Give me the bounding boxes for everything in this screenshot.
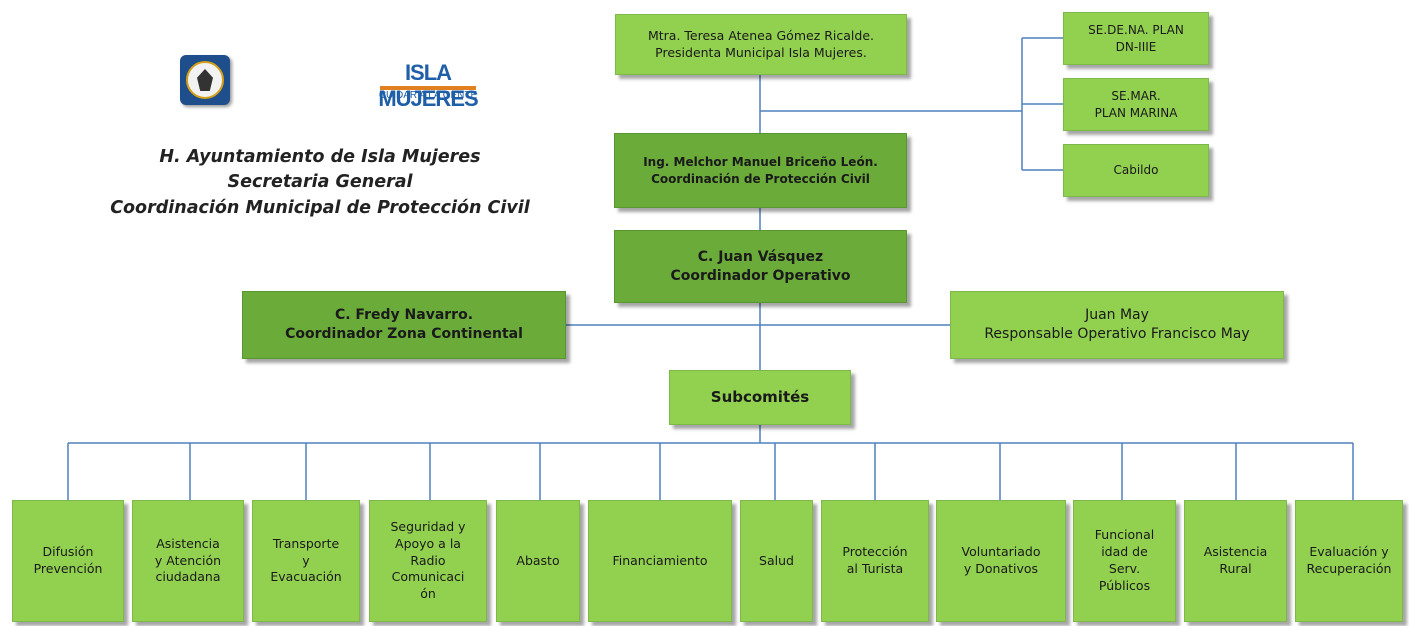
subcomite-box: Asistencia Rural bbox=[1184, 500, 1287, 622]
isla-mujeres-logo: ISLA MUJERES CUIDAR A LA GENTE bbox=[358, 60, 498, 111]
node-operativo: C. Juan Vásquez Coordinador Operativo bbox=[614, 230, 907, 303]
subcomite-box: Evaluación y Recuperación bbox=[1295, 500, 1403, 622]
page-title: H. Ayuntamiento de Isla Mujeres Secretar… bbox=[110, 147, 530, 218]
subcomite-box: Protección al Turista bbox=[821, 500, 929, 622]
node-subcomites: Subcomités bbox=[669, 370, 851, 425]
logo-stripe bbox=[380, 86, 476, 90]
node-semar: SE.MAR. PLAN MARINA bbox=[1063, 78, 1209, 131]
node-cabildo: Cabildo bbox=[1063, 144, 1209, 197]
node-presidenta: Mtra. Teresa Atenea Gómez Ricalde. Presi… bbox=[615, 14, 907, 75]
node-sedena: SE.DE.NA. PLAN DN-IIIE bbox=[1063, 12, 1209, 65]
node-continental: C. Fredy Navarro. Coordinador Zona Conti… bbox=[242, 291, 566, 359]
subcomite-box: Salud bbox=[740, 500, 813, 622]
logo-tagline: CUIDAR A LA GENTE bbox=[378, 90, 478, 101]
node-coordinacion: Ing. Melchor Manuel Briceño León. Coordi… bbox=[614, 133, 907, 208]
subcomite-box: Asistencia y Atención ciudadana bbox=[132, 500, 244, 622]
subcomite-box: Financiamiento bbox=[588, 500, 732, 622]
subcomite-box: Voluntariado y Donativos bbox=[936, 500, 1066, 622]
subcomite-box: Difusión Prevención bbox=[12, 500, 124, 622]
municipal-seal-icon bbox=[180, 55, 230, 105]
subcomite-box: Seguridad y Apoyo a la Radio Comunicaci … bbox=[369, 500, 487, 622]
lighthouse-icon bbox=[197, 69, 213, 91]
logo-brand-text: ISLA MUJERES bbox=[378, 60, 478, 111]
subcomite-box: Abasto bbox=[496, 500, 580, 622]
node-responsable: Juan May Responsable Operativo Francisco… bbox=[950, 291, 1284, 359]
subcomite-box: Transporte y Evacuación bbox=[252, 500, 360, 622]
subcomite-box: Funcional idad de Serv. Públicos bbox=[1073, 500, 1176, 622]
